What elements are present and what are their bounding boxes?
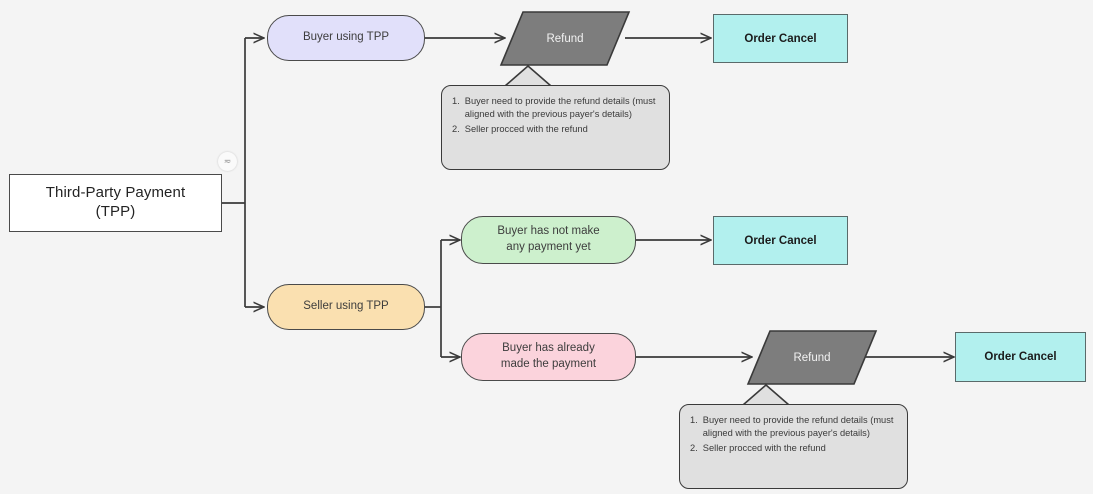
callout-top-item-text: Buyer need to provide the refund details… <box>464 96 656 120</box>
callout-tail-top <box>504 65 552 87</box>
refund-label-top-wrap: Refund <box>501 12 629 65</box>
callout-bottom-item-text: Seller procced with the refund <box>702 442 826 453</box>
node-buyer-already-paid[interactable]: Buyer has already made the payment <box>461 333 636 381</box>
root-label-line2: (TPP) <box>95 203 136 220</box>
refund-label-bottom: Refund <box>793 351 831 364</box>
node-order-cancel-3[interactable]: Order Cancel <box>955 332 1086 382</box>
edge-root-split <box>222 38 264 307</box>
callout-top-item: 2. Seller procced with the refund <box>452 123 659 136</box>
callout-bottom-item: 1. Buyer need to provide the refund deta… <box>690 414 897 441</box>
node-marker-icon[interactable]: ≂ <box>218 152 237 171</box>
node-buyer-using-tpp[interactable]: Buyer using TPP <box>267 15 425 61</box>
refund-shape-bottom[interactable] <box>746 330 878 385</box>
root-label-line1: Third-Party Payment <box>45 184 186 202</box>
callout-bottom-item-num: 1. <box>690 415 698 425</box>
callout-bottom-item-num: 2. <box>690 442 698 453</box>
callout-top-item-text: Seller procced with the refund <box>464 123 588 134</box>
refund-label-bottom-wrap: Refund <box>748 331 876 384</box>
node-order-cancel-1[interactable]: Order Cancel <box>713 14 848 63</box>
callout-bottom-item: 2. Seller procced with the refund <box>690 442 897 455</box>
callout-top-item-num: 2. <box>452 123 460 134</box>
node-buyer-no-payment-line2: any payment yet <box>506 241 591 253</box>
node-third-party-payment[interactable]: Third-Party Payment (TPP) <box>9 174 222 232</box>
refund-label-top: Refund <box>546 32 584 45</box>
edge-seller-split <box>425 240 460 357</box>
node-buyer-no-payment-line1: Buyer has not make <box>497 225 600 238</box>
node-order-cancel-2[interactable]: Order Cancel <box>713 216 848 265</box>
callout-tail-bottom <box>742 384 790 406</box>
node-seller-using-tpp[interactable]: Seller using TPP <box>267 284 425 330</box>
node-buyer-no-payment[interactable]: Buyer has not make any payment yet <box>461 216 636 264</box>
node-buyer-already-paid-line2: made the payment <box>500 358 597 370</box>
node-buyer-already-paid-line1: Buyer has already <box>502 342 595 355</box>
node-seller-using-tpp-label: Seller using TPP <box>303 300 389 313</box>
callout-refund-bottom: 1. Buyer need to provide the refund deta… <box>679 404 908 489</box>
callout-refund-top: 1. Buyer need to provide the refund deta… <box>441 85 670 170</box>
callout-top-item-num: 1. <box>452 96 460 106</box>
callout-top-item: 1. Buyer need to provide the refund deta… <box>452 95 659 122</box>
callout-bottom-item-text: Buyer need to provide the refund details… <box>702 415 894 439</box>
callout-bottom-list: 1. Buyer need to provide the refund deta… <box>690 414 897 455</box>
node-buyer-using-tpp-label: Buyer using TPP <box>302 31 390 44</box>
node-order-cancel-3-label: Order Cancel <box>984 351 1057 363</box>
node-order-cancel-2-label: Order Cancel <box>744 234 817 247</box>
refund-shape-top[interactable] <box>499 11 631 66</box>
node-order-cancel-1-label: Order Cancel <box>744 32 817 45</box>
callout-top-list: 1. Buyer need to provide the refund deta… <box>452 95 659 136</box>
